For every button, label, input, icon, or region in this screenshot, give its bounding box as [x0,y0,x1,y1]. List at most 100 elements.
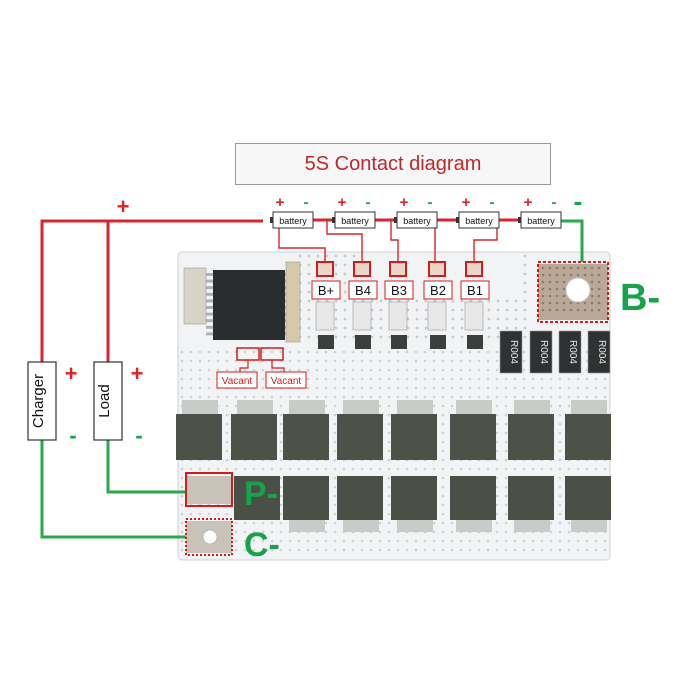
balance-resistor-chip [430,335,446,349]
balance-pad-label: B3 [391,283,407,298]
balance-resistor-chip [318,335,334,349]
mosfet-tab [571,400,607,414]
battery-terminal [518,217,521,223]
balance-transistor [315,301,335,331]
balance-transistor [388,301,408,331]
mosfet [283,476,329,520]
mosfet [337,414,383,460]
balance-pad-label-box [460,280,490,300]
balance-pad-label: B+ [318,283,334,298]
mosfet-tab [289,520,325,532]
mosfet-tab [343,520,379,532]
top-plus-sign: + [117,194,130,219]
mosfet [508,414,554,460]
b-minus-hole [565,277,591,303]
mosfet [337,476,383,520]
mosfet [391,414,437,460]
sense-resistor [558,330,582,374]
title-box: 5S Contact diagram [235,143,551,185]
p-minus-highlight [185,472,233,507]
mosfet [450,476,496,520]
balance-pad-label-box [311,280,341,300]
battery-plus-sign: + [524,194,533,211]
vacant-label-box-2 [265,371,307,389]
balance-pad-label-box [423,280,453,300]
c-minus-highlight [185,518,233,556]
b-minus-label: B- [620,277,660,319]
balance-transistors [315,301,484,349]
mosfet-tab [514,400,550,414]
sense-resistor-mark: R004 [596,340,607,364]
charger-label: Charger [30,374,47,428]
mosfet-tab [571,520,607,532]
battery-cells: battery+-battery+-battery+-battery+-batt… [270,194,562,229]
sense-resistor [529,330,553,374]
battery-label: battery [403,216,431,226]
battery-plus-sign: + [276,194,285,211]
balance-pad-box [428,261,446,277]
load-plus: + [131,361,144,386]
balance-pad-box [465,261,483,277]
balance-resistor-chip [355,335,371,349]
mosfet-tab [397,520,433,532]
balance-pad-label: B2 [430,283,446,298]
balance-pad-label-box [384,280,414,300]
mosfet-tab [456,400,492,414]
mosfet-tab [182,400,218,414]
battery-minus-sign: - [366,194,371,211]
mosfet-tab [456,520,492,532]
control-ic [213,270,285,340]
b-minus-highlight [537,261,609,323]
balance-pad-box [389,261,407,277]
negative-wires [40,219,584,539]
p-minus-label: P- [244,475,278,513]
battery-terminal [456,217,459,223]
battery-minus-sign: - [552,194,557,211]
balance-pad-label-box [348,280,378,300]
battery-label: battery [527,216,555,226]
battery-terminal [332,217,335,223]
sense-resistor-mark: R004 [508,340,519,364]
mosfet-tab [397,400,433,414]
charger-box [27,361,57,441]
battery-label: battery [279,216,307,226]
sense-resistor-mark: R004 [567,340,578,364]
battery-plus-sign: + [400,194,409,211]
end-minus-sign: - [574,186,583,216]
mosfet [565,476,611,520]
battery-label: battery [341,216,369,226]
battery-label: battery [465,216,493,226]
balance-tap-wires [278,220,498,262]
battery-terminal [394,217,397,223]
mosfet [231,414,277,460]
balance-pad-box [316,261,334,277]
vacant-leaders [239,360,285,372]
sense-resistor [587,330,611,374]
sense-resistor [499,330,523,374]
battery-terminal [270,217,273,223]
battery-minus-sign: - [490,194,495,211]
load-minus: - [135,423,142,448]
mosfet-array [176,400,611,532]
mosfet-tab [237,400,273,414]
mosfet [176,414,222,460]
mosfet [450,414,496,460]
charger-plus: + [65,361,78,386]
p-minus-pad [186,476,232,504]
mosfet [565,414,611,460]
positive-wires [40,219,263,362]
load-label: Load [96,384,113,417]
mosfet-tab [343,400,379,414]
diagram-title: 5S Contact diagram [304,152,482,175]
balance-pad-label: B4 [355,283,371,298]
c-minus-label: C- [244,526,280,564]
balance-resistor-chip [391,335,407,349]
balance-transistor [352,301,372,331]
balance-transistor [464,301,484,331]
mosfet-tab [289,400,325,414]
mosfet [391,476,437,520]
